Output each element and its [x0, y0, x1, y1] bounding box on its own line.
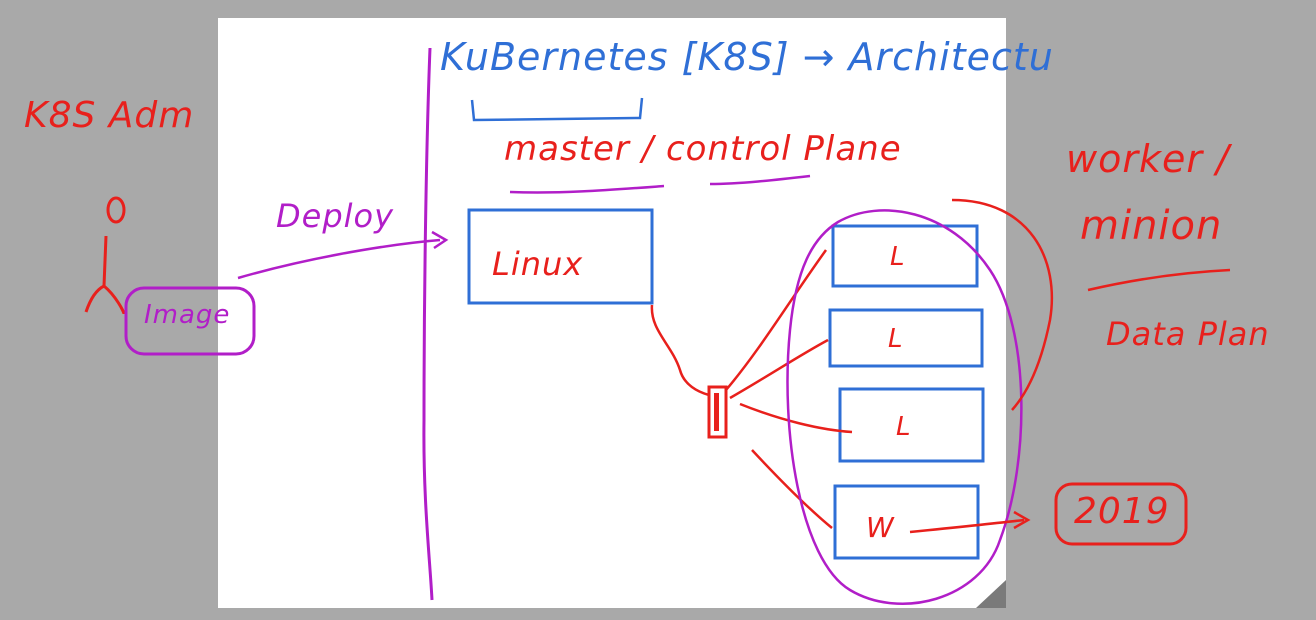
- minion-label: minion: [1080, 203, 1223, 249]
- deploy-arrow-head: [431, 230, 449, 250]
- whiteboard-page: [218, 18, 1006, 608]
- data-plane-label: Data Plan: [1106, 315, 1270, 353]
- connection-lines: [650, 249, 853, 529]
- worker-underline: [1087, 268, 1231, 292]
- worker-node-label-2: L: [888, 324, 904, 354]
- page-fold-corner: [976, 580, 1006, 608]
- worker-label: worker /: [1066, 137, 1230, 181]
- master-node-box: [467, 208, 654, 305]
- deploy-arrow: [237, 238, 441, 280]
- worker-node-label-1: L: [890, 242, 906, 272]
- deploy-label: Deploy: [276, 197, 395, 235]
- master-underline-right: [709, 174, 811, 186]
- diagram-title: KuBernetes [K8S] → Architectu: [440, 35, 1054, 79]
- worker-node-box-3: [838, 387, 985, 463]
- linux-label: Linux: [492, 245, 584, 283]
- worker-node-box-2: [828, 308, 984, 368]
- worker-node-label-4: W: [866, 511, 895, 544]
- worker-node-box-4: [833, 484, 980, 560]
- year-label: 2019: [1074, 491, 1170, 532]
- windows-arrow: [909, 518, 1025, 534]
- worker-node-box-1: [831, 224, 979, 288]
- year-box: [1054, 482, 1188, 546]
- title-underline: [470, 97, 644, 122]
- worker-node-label-3: L: [896, 412, 912, 442]
- divider-line: [422, 47, 434, 601]
- windows-arrow-head: [1013, 510, 1031, 530]
- image-label: Image: [144, 300, 231, 330]
- master-underline-left: [509, 184, 665, 194]
- admin-stick-figure: [84, 196, 126, 315]
- switch-device: [707, 385, 728, 439]
- worker-group-bracket: [951, 198, 1054, 411]
- master-control-plane-label: master / control Plane: [504, 129, 902, 169]
- worker-group-oval: [786, 209, 1023, 605]
- k8s-admin-label: K8S Adm: [24, 95, 195, 136]
- image-box: [124, 286, 256, 356]
